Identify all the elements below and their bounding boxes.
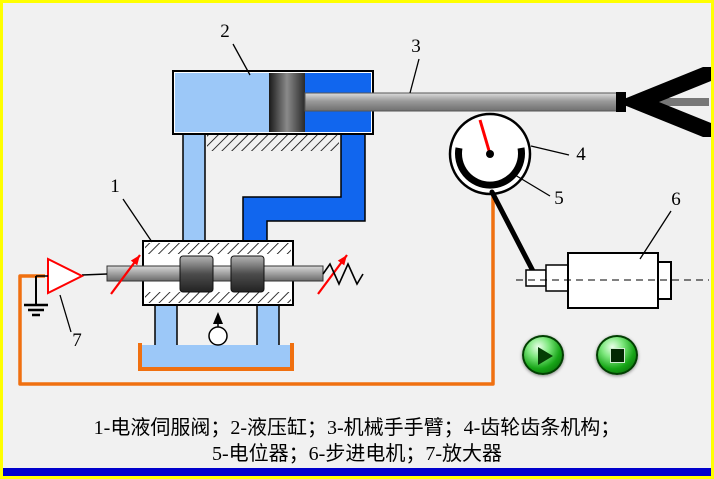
gripper-jaw-top bbox=[619, 67, 711, 106]
play-icon bbox=[538, 347, 553, 365]
return-pipe-right bbox=[256, 302, 280, 350]
crank-link bbox=[489, 189, 537, 276]
oil-tank bbox=[138, 343, 294, 371]
label-potentiometer: 5 bbox=[554, 188, 564, 209]
label-amplifier: 7 bbox=[72, 330, 82, 351]
valve-spool-land bbox=[230, 255, 265, 293]
feedback-wire bbox=[18, 195, 495, 386]
stop-button[interactable] bbox=[596, 335, 638, 375]
caption-line-1: 1-电液伺服阀；2-液压缸；3-机械手手臂；4-齿轮齿条机构； bbox=[93, 417, 621, 439]
return-pipe-left bbox=[154, 302, 178, 350]
cylinder-pipe-light bbox=[182, 130, 206, 244]
label-manipulator-arm: 3 bbox=[411, 36, 421, 57]
mount-hatching bbox=[207, 134, 339, 151]
gear-rack-mechanism bbox=[448, 112, 532, 196]
valve-spool-land bbox=[179, 255, 214, 293]
schematic-diagram bbox=[18, 43, 711, 386]
progress-bar bbox=[3, 468, 711, 476]
label-servo-valve: 1 bbox=[110, 176, 120, 197]
ground-symbol bbox=[24, 276, 48, 317]
stepper-motor bbox=[516, 252, 709, 309]
pump-symbol bbox=[208, 312, 228, 346]
gripper-hub bbox=[616, 92, 626, 112]
play-button[interactable] bbox=[522, 335, 564, 375]
caption-line-2: 5-电位器；6-步进电机；7-放大器 bbox=[212, 443, 502, 465]
amplifier bbox=[24, 257, 108, 317]
valve-spool-rod bbox=[106, 265, 324, 282]
potentiometer-track bbox=[455, 147, 525, 189]
manipulator-arm bbox=[304, 67, 711, 137]
label-stepper-motor: 6 bbox=[671, 189, 681, 210]
valve-spring bbox=[322, 262, 364, 286]
label-hydraulic-cylinder: 2 bbox=[220, 21, 230, 42]
potentiometer-wiper bbox=[478, 119, 492, 155]
servo-valve bbox=[106, 240, 364, 306]
label-gear-rack: 4 bbox=[576, 144, 586, 165]
caption: 1-电液伺服阀；2-液压缸；3-机械手手臂；4-齿轮齿条机构； 5-电位器；6-… bbox=[3, 415, 711, 467]
gripper-jaw-bottom bbox=[619, 98, 711, 137]
leader-lines bbox=[59, 43, 672, 333]
stop-icon bbox=[610, 348, 625, 363]
